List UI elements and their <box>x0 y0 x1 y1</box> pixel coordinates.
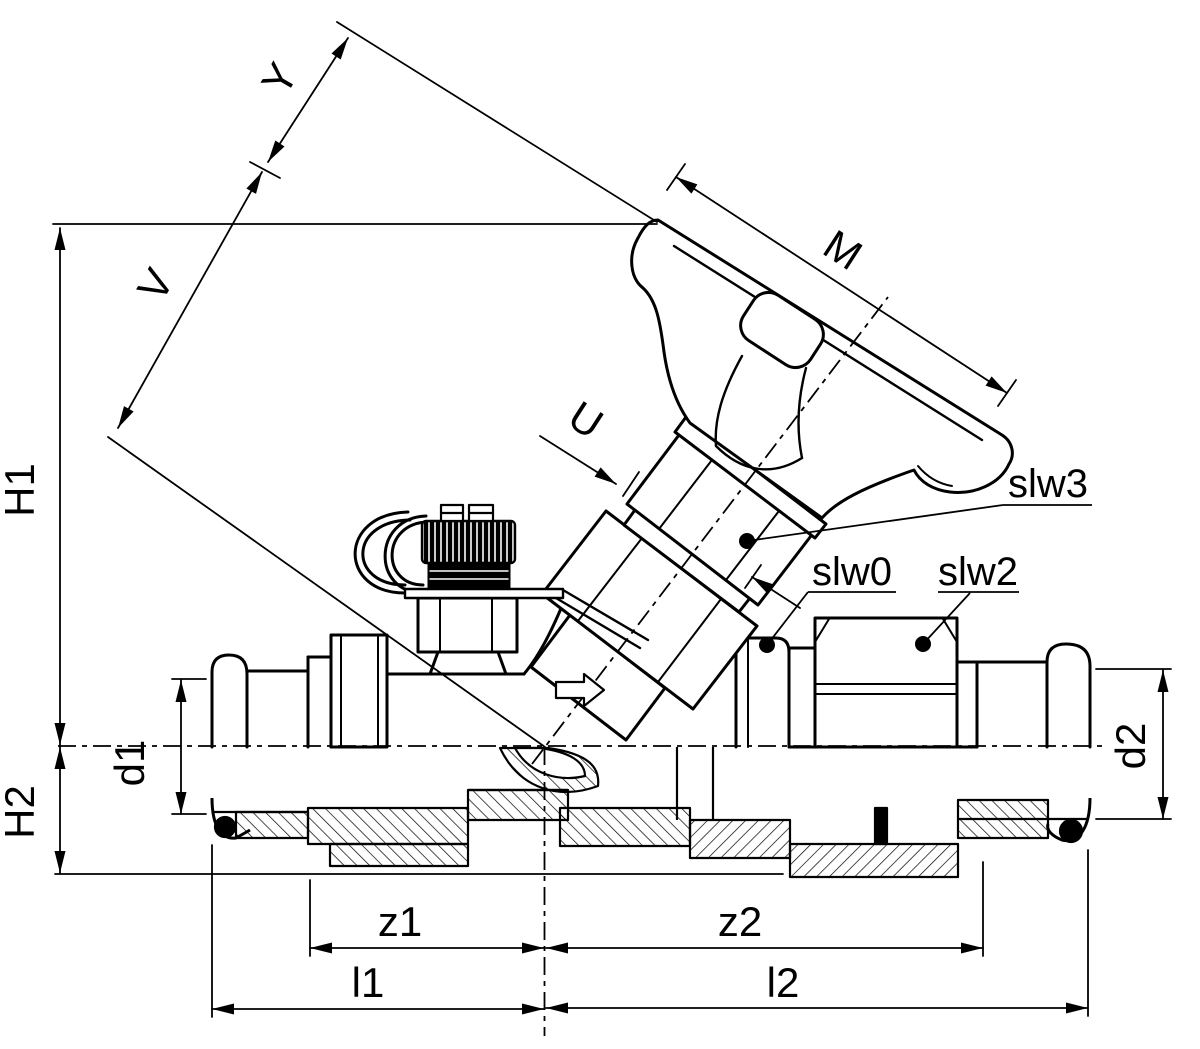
handwheel-spoke <box>714 354 744 448</box>
label-v: V <box>128 261 183 309</box>
handwheel-spoke <box>797 366 808 460</box>
pipe-stop-seal <box>873 806 889 846</box>
drain-hex-nut <box>416 596 519 654</box>
slw2-leader-dot <box>915 636 931 652</box>
label-l1: l1 <box>352 959 385 1006</box>
flow-arrow-icon <box>554 672 606 708</box>
drain-valve <box>353 503 650 654</box>
left-o-ring <box>213 815 237 839</box>
label-slw2: slw2 <box>938 550 1018 594</box>
slw3-leader-dot <box>739 533 755 549</box>
label-l2: l2 <box>767 959 800 1006</box>
label-m: M <box>815 221 870 279</box>
labels: H1 H2 d1 d2 V Y U M z1 z2 l1 l2 slw3 slw… <box>0 55 1154 1006</box>
v-extension-line <box>107 436 546 748</box>
label-d2: d2 <box>1107 723 1154 770</box>
right-union-nut <box>813 616 959 749</box>
drain-cap <box>420 519 517 565</box>
bonnet-union-hex <box>540 509 759 711</box>
cap-tabs <box>439 503 495 523</box>
left-union-nut <box>329 633 389 749</box>
label-slw3: slw3 <box>1008 462 1088 506</box>
label-h1: H1 <box>0 463 43 517</box>
handwheel <box>630 218 1014 520</box>
bonnet <box>529 415 828 742</box>
section-lower-half <box>210 746 1092 879</box>
handwheel-outline <box>630 218 1014 520</box>
slw0-boss <box>734 636 791 749</box>
label-slw0: slw0 <box>812 550 892 594</box>
cap-plate <box>403 587 565 600</box>
label-u: U <box>560 392 611 448</box>
part-label-leaders <box>739 504 1092 653</box>
label-h2: H2 <box>0 785 43 839</box>
label-y: Y <box>252 55 307 103</box>
drain-boss <box>428 650 508 676</box>
right-press-bead <box>1045 642 1092 749</box>
left-press-bead <box>210 653 249 749</box>
valve-seat <box>498 746 600 793</box>
label-z1: z1 <box>378 898 422 945</box>
dimension-arrowheads <box>54 38 1169 1015</box>
y-extension-line <box>336 21 658 223</box>
right-o-ring <box>1058 818 1084 844</box>
slw0-leader-dot <box>759 637 775 653</box>
label-z2: z2 <box>718 898 762 945</box>
handwheel-hub <box>739 290 825 370</box>
vy-junction-tick <box>249 161 281 179</box>
cap-retainer-clip <box>353 510 430 595</box>
drain-thread <box>427 562 511 590</box>
label-d1: d1 <box>106 740 153 787</box>
